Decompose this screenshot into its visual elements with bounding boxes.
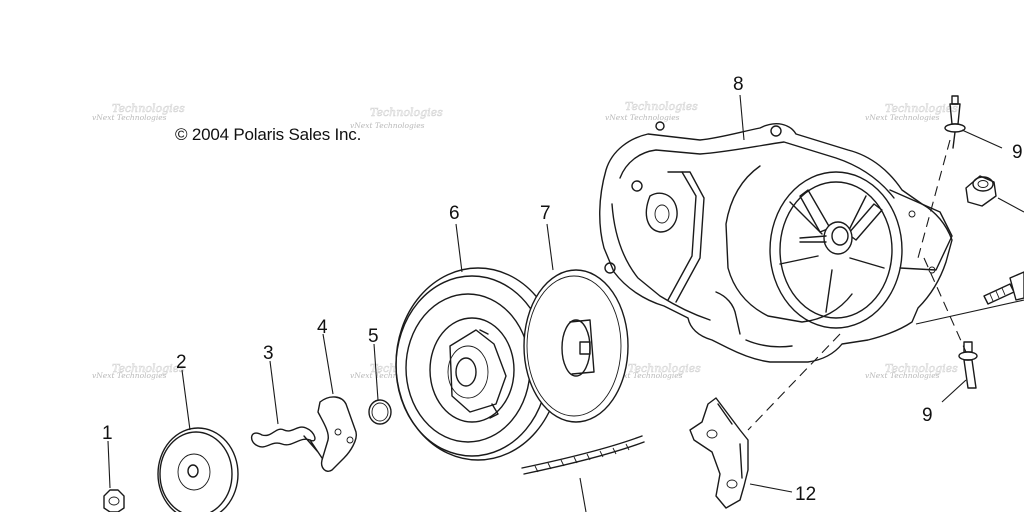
callout-4: 4: [317, 317, 328, 338]
watermark-8: Technologies vNext Technologies: [865, 362, 958, 380]
callout-6: 6: [449, 203, 460, 224]
callout-5: 5: [368, 326, 379, 347]
watermark-text: vNext Technologies: [350, 371, 425, 380]
watermark-text: vNext Technologies: [92, 371, 167, 380]
watermark-text: vNext Technologies: [608, 371, 683, 380]
part-4-pawl: [317, 333, 358, 472]
part-2-washer: [157, 369, 239, 512]
part-9-bolt-upper: [944, 95, 1003, 149]
watermark-text: vNext Technologies: [865, 371, 940, 380]
watermark-7: Technologies vNext Technologies: [608, 362, 701, 380]
watermark-3: Technologies vNext Technologies: [605, 100, 698, 122]
callout-3: 3: [263, 343, 274, 364]
watermark-ghost: Technologies: [112, 362, 185, 375]
callout-labels: 1 2 3 4 5 6 7 8 9 9 12: [102, 74, 1023, 505]
copyright-text: © 2004 Polaris Sales Inc.: [175, 125, 362, 144]
watermark-text: vNext Technologies: [605, 113, 680, 122]
watermark-text: vNext Technologies: [350, 121, 425, 130]
part-1-nut: [103, 440, 125, 512]
callout-7: 7: [540, 203, 551, 224]
watermark-ghost: Technologies: [885, 362, 958, 375]
callout-9-lower: 9: [922, 405, 933, 426]
part-6-pulley: [395, 223, 561, 461]
watermark-ghost: Technologies: [112, 102, 185, 115]
callout-2: 2: [176, 352, 187, 373]
watermark-text: vNext Technologies: [865, 113, 940, 122]
watermark-5: Technologies vNext Technologies: [92, 362, 185, 380]
watermark-1: Technologies vNext Technologies: [92, 102, 185, 122]
assembly-axis-lines: [747, 139, 1024, 431]
watermark-ghost: Technologies: [885, 102, 958, 115]
part-8-housing: [599, 94, 953, 363]
watermark-ghost: Technologies: [625, 100, 698, 113]
watermark-2: Technologies vNext Technologies: [350, 106, 443, 130]
part-3-spring-clip: [251, 360, 323, 459]
bushing-part: [965, 175, 1024, 213]
watermark-ghost: Technologies: [628, 362, 701, 375]
callout-9-upper: 9: [1012, 142, 1023, 163]
watermark-text: vNext Technologies: [92, 113, 167, 122]
part-9-bolt-lower: [941, 341, 978, 403]
callout-12: 12: [795, 484, 816, 505]
callout-1: 1: [102, 423, 113, 444]
starter-rope: [521, 435, 645, 512]
watermark-ghost: Technologies: [370, 106, 443, 119]
part-7-disk: [523, 223, 629, 423]
watermark-4: Technologies vNext Technologies: [865, 102, 958, 122]
side-bolt: [983, 271, 1024, 305]
callout-8: 8: [733, 74, 744, 95]
part-5-ring: [368, 343, 392, 425]
part-12-bracket: [689, 397, 793, 509]
